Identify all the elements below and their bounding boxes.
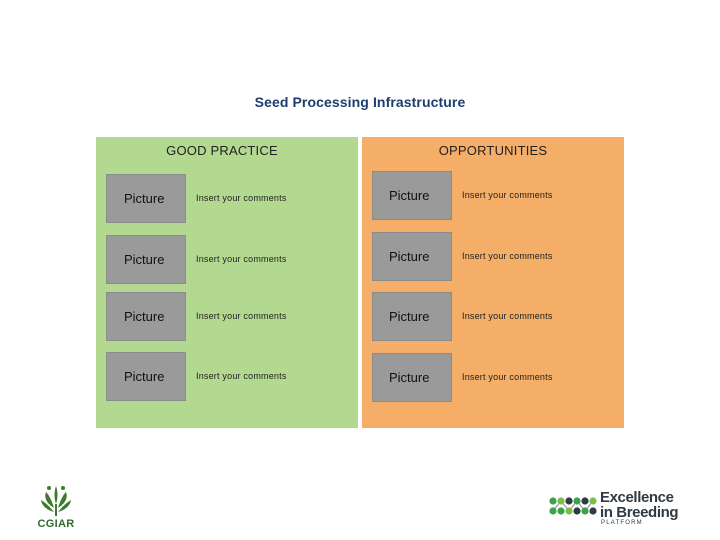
good-practice-row: Picture Insert your comments [106,174,354,223]
opportunities-panel: OPPORTUNITIES Picture Insert your commen… [362,137,624,428]
eib-line-3: PLATFORM [601,520,643,526]
slide-title: Seed Processing Infrastructure [254,94,466,110]
good-practice-row: Picture Insert your comments [106,352,354,401]
cgiar-logo-text: CGIAR [37,518,75,530]
eib-line-2: in Breeding [600,504,679,521]
cgiar-logo: CGIAR [34,482,78,536]
good-practice-row: Picture Insert your comments [106,292,354,341]
picture-placeholder[interactable]: Picture [372,232,452,281]
opportunities-row: Picture Insert your comments [372,353,620,402]
opportunities-row: Picture Insert your comments [372,232,620,281]
comment-text[interactable]: Insert your comments [196,254,287,264]
opportunities-row: Picture Insert your comments [372,171,620,220]
dots-network-icon [549,497,597,515]
opportunities-heading: OPPORTUNITIES [438,143,548,158]
eib-logo-text: Excellence in Breeding [600,489,679,521]
picture-placeholder[interactable]: Picture [106,352,186,401]
comment-text[interactable]: Insert your comments [196,311,287,321]
good-practice-panel: GOOD PRACTICE Picture Insert your commen… [96,137,358,428]
good-practice-heading: GOOD PRACTICE [166,143,278,158]
eib-line-1: Excellence [600,489,674,506]
comment-text[interactable]: Insert your comments [196,193,287,203]
comment-text[interactable]: Insert your comments [462,372,553,382]
picture-placeholder[interactable]: Picture [106,174,186,223]
picture-placeholder[interactable]: Picture [106,292,186,341]
comment-text[interactable]: Insert your comments [462,311,553,321]
picture-placeholder[interactable]: Picture [372,171,452,220]
wheat-leaf-icon [41,486,71,516]
picture-placeholder[interactable]: Picture [372,353,452,402]
comment-text[interactable]: Insert your comments [462,190,553,200]
comment-text[interactable]: Insert your comments [462,251,553,261]
opportunities-row: Picture Insert your comments [372,292,620,341]
picture-placeholder[interactable]: Picture [106,235,186,284]
picture-placeholder[interactable]: Picture [372,292,452,341]
comment-text[interactable]: Insert your comments [196,371,287,381]
good-practice-row: Picture Insert your comments [106,235,354,284]
eib-logo: Excellence in Breeding PLATFORM [548,488,688,528]
